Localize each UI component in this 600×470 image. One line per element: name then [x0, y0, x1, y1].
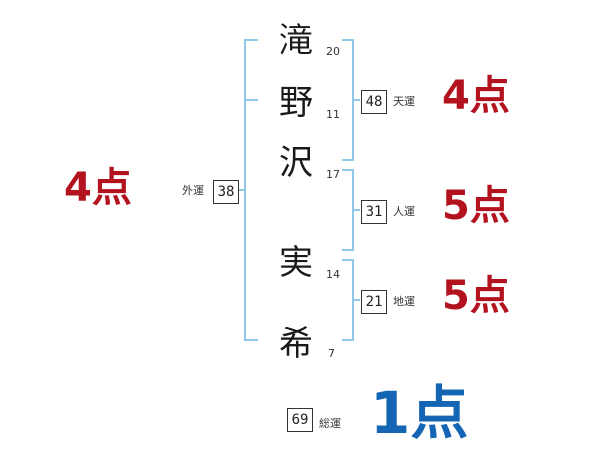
stroke-count-1: 20 — [326, 45, 340, 58]
souun-label: 総運 — [319, 417, 341, 430]
gaiun-score: 4点 — [64, 165, 132, 211]
chiun-score: 5点 — [442, 273, 510, 319]
name-char-5: 希 — [279, 324, 313, 364]
stroke-count-4: 14 — [326, 268, 340, 281]
tenun-score: 4点 — [442, 73, 510, 119]
chiun-value: 21 — [361, 290, 387, 314]
gaiun-bracket — [244, 39, 258, 341]
name-char-2: 野 — [279, 83, 313, 123]
name-char-1: 滝 — [279, 21, 313, 61]
name-char-4: 実 — [279, 243, 313, 283]
stroke-count-5: 7 — [328, 347, 335, 360]
stroke-count-2: 11 — [326, 108, 340, 121]
jinun-label: 人運 — [393, 205, 415, 218]
chiun-label: 地運 — [393, 295, 415, 308]
stroke-count-3: 17 — [326, 168, 340, 181]
gaiun-label: 外運 — [182, 184, 204, 197]
jinun-bracket — [342, 169, 354, 251]
chiun-bracket — [342, 259, 354, 341]
jinun-value: 31 — [361, 200, 387, 224]
tenun-bracket — [342, 39, 354, 161]
jinun-score: 5点 — [442, 183, 510, 229]
tenun-label: 天運 — [393, 95, 415, 108]
gaiun-value: 38 — [213, 180, 239, 204]
souun-value: 69 — [287, 408, 313, 432]
name-char-3: 沢 — [279, 143, 313, 183]
souun-score: 1点 — [370, 379, 469, 447]
tenun-value: 48 — [361, 90, 387, 114]
